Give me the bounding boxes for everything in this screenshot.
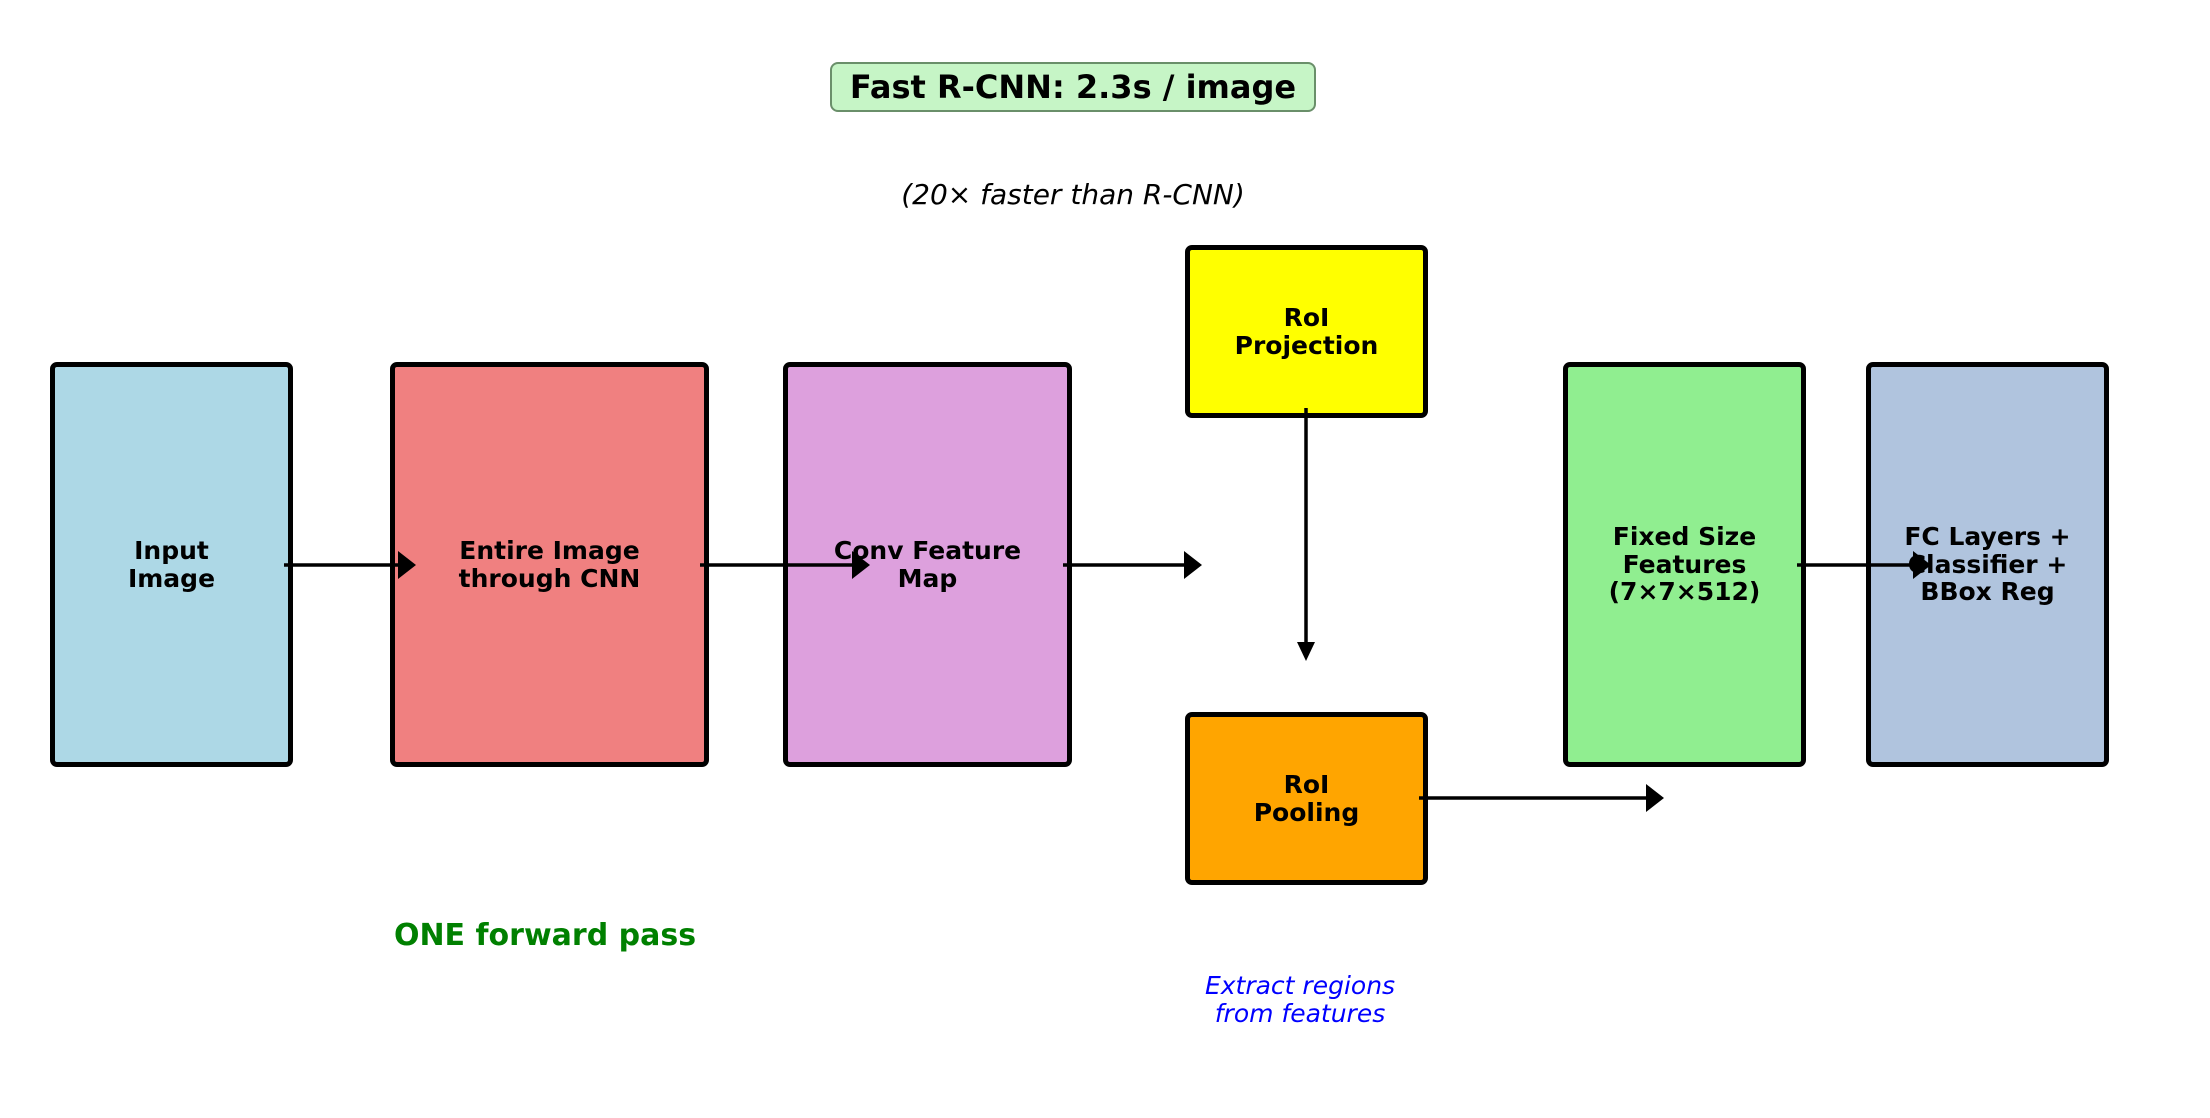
arrowhead-cnn-to-feature-map	[852, 551, 870, 579]
arrowhead-projection-to-pooling	[1297, 642, 1315, 661]
arrowhead-feature-map-to-roi	[1184, 551, 1202, 579]
diagram-title: Fast R-CNN: 2.3s / image	[830, 62, 1316, 112]
roi-projection-box: RoI Projection	[1185, 245, 1428, 418]
arrowhead-input-to-cnn	[398, 551, 416, 579]
diagram-subtitle: (20× faster than R-CNN)	[901, 178, 1245, 211]
extract-regions-note: Extract regions from features	[1204, 971, 1396, 1028]
arrowhead-pooling-to-features	[1646, 784, 1664, 812]
arrowhead-features-to-fc	[1913, 551, 1931, 579]
fc-layers-box: FC Layers + Classifier + BBox Reg	[1866, 362, 2109, 767]
forward-pass-note: ONE forward pass	[393, 918, 697, 953]
